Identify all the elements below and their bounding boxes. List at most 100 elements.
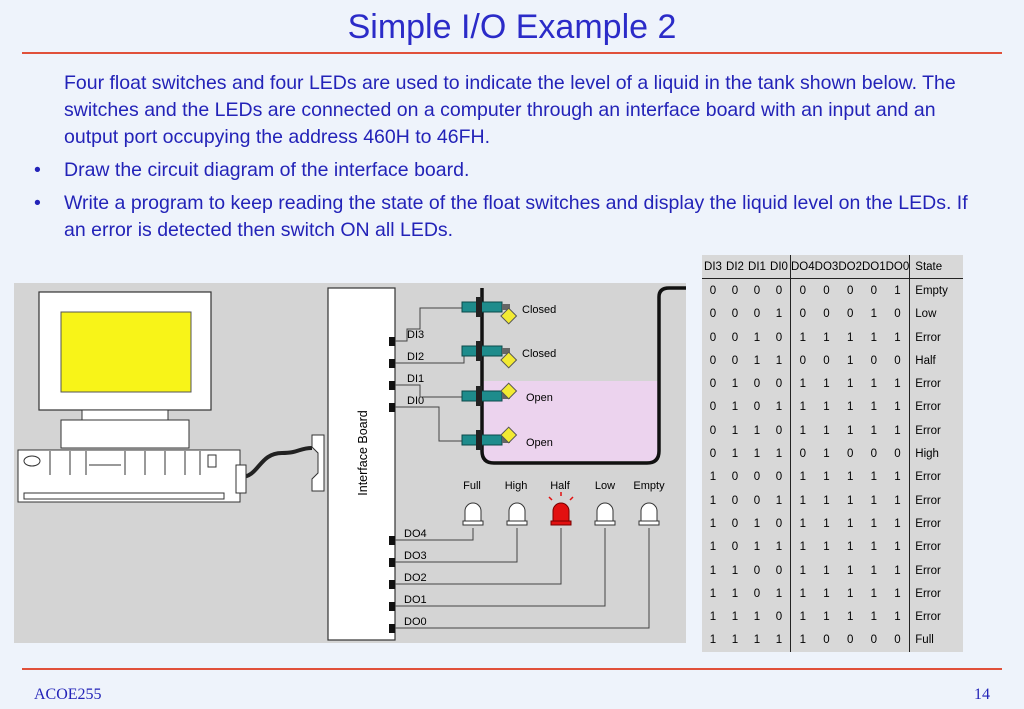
table-cell: 1 — [731, 564, 739, 577]
table-cell: 1 — [753, 354, 761, 367]
table-cell: 1 — [894, 424, 901, 437]
table-cell: Error — [909, 465, 964, 489]
header-do3: DO3 — [814, 255, 839, 280]
table-cell: 1 — [789, 582, 815, 606]
led-label-full: Full — [463, 480, 481, 492]
table-cell: Low — [909, 302, 964, 326]
table-cell: 1 — [846, 587, 854, 600]
table-cell: 1 — [823, 517, 830, 530]
table-cell: 1 — [823, 331, 830, 344]
table-cell: 0 — [753, 471, 761, 484]
table-cell: 1 — [731, 634, 739, 647]
table-cell: 1 — [894, 611, 901, 624]
bullet-2: Write a program to keep reading the stat… — [34, 190, 982, 244]
table-cell: 1 — [894, 541, 901, 554]
table-cell: 1 — [894, 284, 901, 297]
title-rule — [22, 52, 1002, 54]
table-cell: 1 — [709, 494, 717, 507]
footer-rule — [22, 668, 1002, 670]
led-label-low: Low — [595, 480, 615, 492]
computer-icon — [17, 291, 241, 503]
truth-table: DI3 DI2 DI1 DI0 DO4 DO3 DO2 DO1 DO0 Stat… — [702, 255, 964, 653]
led-low — [594, 502, 616, 526]
table-cell: 0 — [846, 448, 854, 461]
table-cell: 1 — [846, 401, 854, 414]
table-cell: 0 — [789, 302, 815, 326]
led-label-high: High — [505, 480, 528, 492]
tank-interface-diagram: Interface Board DI3 DI2 DI1 DI0 DO4 DO3 … — [14, 283, 686, 643]
table-cell: 0 — [709, 424, 717, 437]
table-cell: 1 — [823, 494, 830, 507]
table-cell: 1 — [731, 587, 739, 600]
header-state: State — [909, 255, 964, 280]
table-cell: 1 — [870, 424, 877, 437]
table-cell: 0 — [789, 278, 815, 303]
table-cell: 0 — [753, 401, 761, 414]
table-cell: 0 — [731, 541, 739, 554]
table-cell: 0 — [709, 284, 717, 297]
table-cell: 1 — [753, 448, 761, 461]
table-cell: 1 — [823, 587, 830, 600]
table-cell: 0 — [731, 494, 739, 507]
table-cell: 1 — [731, 378, 739, 391]
table-cell: 1 — [775, 494, 783, 507]
table-cell: 1 — [894, 401, 901, 414]
table-cell: 1 — [846, 471, 854, 484]
table-cell: 1 — [753, 634, 761, 647]
table-cell: 1 — [731, 448, 739, 461]
table-cell: 1 — [709, 517, 717, 530]
table-cell: 0 — [870, 284, 877, 297]
port-icon — [235, 464, 247, 494]
table-cell: 0 — [709, 448, 717, 461]
bullet-1: Draw the circuit diagram of the interfac… — [34, 157, 982, 184]
table-cell: 1 — [789, 419, 815, 443]
table-cell: 1 — [870, 401, 877, 414]
table-cell: 1 — [823, 611, 830, 624]
table-cell: 1 — [846, 494, 854, 507]
table-cell: 0 — [753, 308, 761, 321]
table-cell: 1 — [709, 587, 717, 600]
table-cell: 1 — [846, 564, 854, 577]
table-cell: 1 — [731, 611, 739, 624]
table-cell: 1 — [775, 587, 783, 600]
table-cell: 0 — [731, 284, 739, 297]
float-switch-di0 — [461, 426, 518, 450]
table-cell: 0 — [709, 401, 717, 414]
table-cell: 1 — [789, 488, 815, 513]
table-cell: Error — [909, 488, 964, 513]
table-cell: 1 — [823, 471, 830, 484]
table-cell: 0 — [823, 634, 830, 647]
led-half — [548, 492, 574, 526]
table-cell: 1 — [870, 471, 877, 484]
table-cell: 1 — [731, 424, 739, 437]
table-cell: 0 — [731, 308, 739, 321]
table-cell: 0 — [894, 354, 901, 367]
table-cell: 1 — [894, 564, 901, 577]
input-label-di3: DI3 — [407, 329, 424, 341]
output-label-do0: DO0 — [404, 616, 427, 628]
table-cell: 1 — [870, 611, 877, 624]
table-cell: 0 — [823, 284, 830, 297]
slide-title: Simple I/O Example 2 — [347, 8, 677, 46]
page-number: 14 — [974, 686, 990, 703]
header-di3: DI3 — [702, 255, 724, 280]
table-cell: 1 — [846, 331, 854, 344]
table-cell: 0 — [870, 634, 877, 647]
table-cell: 1 — [870, 564, 877, 577]
slide-body: Four float switches and four LEDs are us… — [32, 70, 982, 250]
table-cell: 0 — [753, 284, 761, 297]
table-cell: 1 — [870, 494, 877, 507]
table-cell: 1 — [789, 465, 815, 489]
led-full — [462, 502, 484, 526]
table-cell: Error — [909, 512, 964, 536]
table-cell: 1 — [894, 378, 901, 391]
float-switch-di2 — [461, 341, 518, 369]
table-cell: Error — [909, 395, 964, 420]
leds: Full High Half Low Empty — [462, 480, 665, 526]
table-cell: 1 — [709, 634, 717, 647]
